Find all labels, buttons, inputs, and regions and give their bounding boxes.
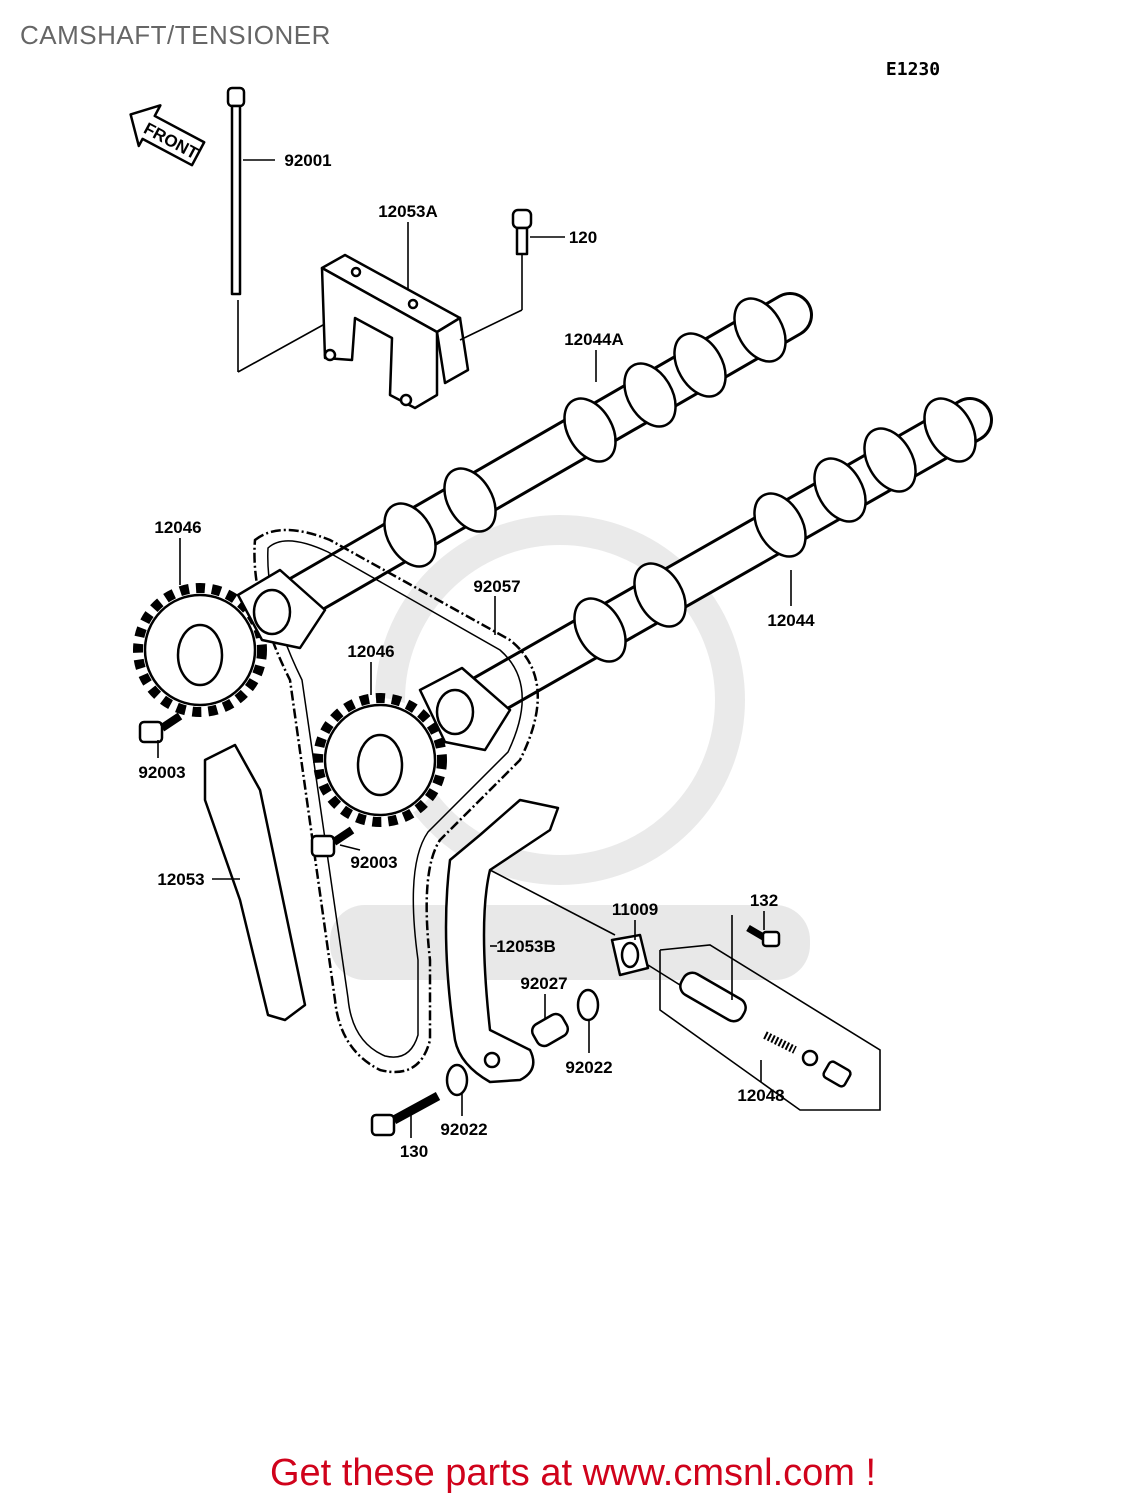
tensioner-bolt-132 — [746, 924, 781, 948]
callout-92022-right: 92022 — [565, 1058, 612, 1077]
callout-92027: 92027 — [520, 974, 567, 993]
camshaft-bracket — [320, 253, 523, 410]
callout-130: 130 — [400, 1142, 428, 1161]
chain-guide-front — [203, 743, 307, 1022]
leader-lines — [157, 159, 792, 1138]
callout-92022-left: 92022 — [440, 1120, 487, 1139]
callout-92003-right: 92003 — [350, 853, 397, 872]
callout-12053a: 12053A — [378, 202, 438, 221]
washer-left — [445, 1063, 469, 1097]
camshaft-intake — [447, 397, 993, 728]
chain-guide-rear — [444, 798, 560, 1084]
gasket — [610, 933, 650, 977]
washer-right — [576, 988, 600, 1022]
tensioner-assembly — [679, 971, 852, 1088]
callout-12044: 12044 — [767, 611, 815, 630]
front-arrow-icon: FRONT — [129, 104, 206, 167]
sprocket-bolt-right — [310, 826, 355, 858]
sprocket-upper — [133, 583, 267, 717]
footer-link[interactable]: Get these parts at www.cmsnl.com ! — [269, 1452, 877, 1494]
tensioner-outline — [659, 944, 881, 1111]
camshaft-exhaust — [247, 292, 813, 638]
callout-132: 132 — [750, 891, 778, 910]
diagram-code: E1230 — [886, 59, 940, 80]
long-bolt-92001 — [226, 86, 333, 373]
callout-12046-upper: 12046 — [154, 518, 201, 537]
callout-12048: 12048 — [737, 1086, 784, 1105]
cam-chain — [253, 528, 539, 1074]
callout-92001: 92001 — [284, 151, 331, 170]
cam-chain-inner — [267, 540, 523, 1058]
callout-120: 120 — [569, 228, 597, 247]
callout-12053: 12053 — [157, 870, 204, 889]
callout-92057: 92057 — [473, 577, 520, 596]
guide-bolt-130 — [370, 1092, 441, 1137]
collar — [530, 1012, 570, 1048]
sprocket-lower — [313, 693, 447, 827]
camshaft-flange-upper — [236, 568, 327, 650]
callout-11009: 11009 — [612, 900, 658, 919]
callout-12046-lower: 12046 — [347, 642, 394, 661]
callout-12044a: 12044A — [564, 330, 624, 349]
guide-pivot-hole — [483, 1051, 501, 1069]
sprocket-bolt-left — [138, 712, 183, 744]
camshaft-flange-lower — [418, 666, 512, 752]
page-title: CAMSHAFT/TENSIONER — [20, 20, 331, 50]
callout-92003-left: 92003 — [138, 763, 185, 782]
callout-12053b: 12053B — [496, 937, 556, 956]
bracket-bolt-120 — [511, 208, 533, 256]
